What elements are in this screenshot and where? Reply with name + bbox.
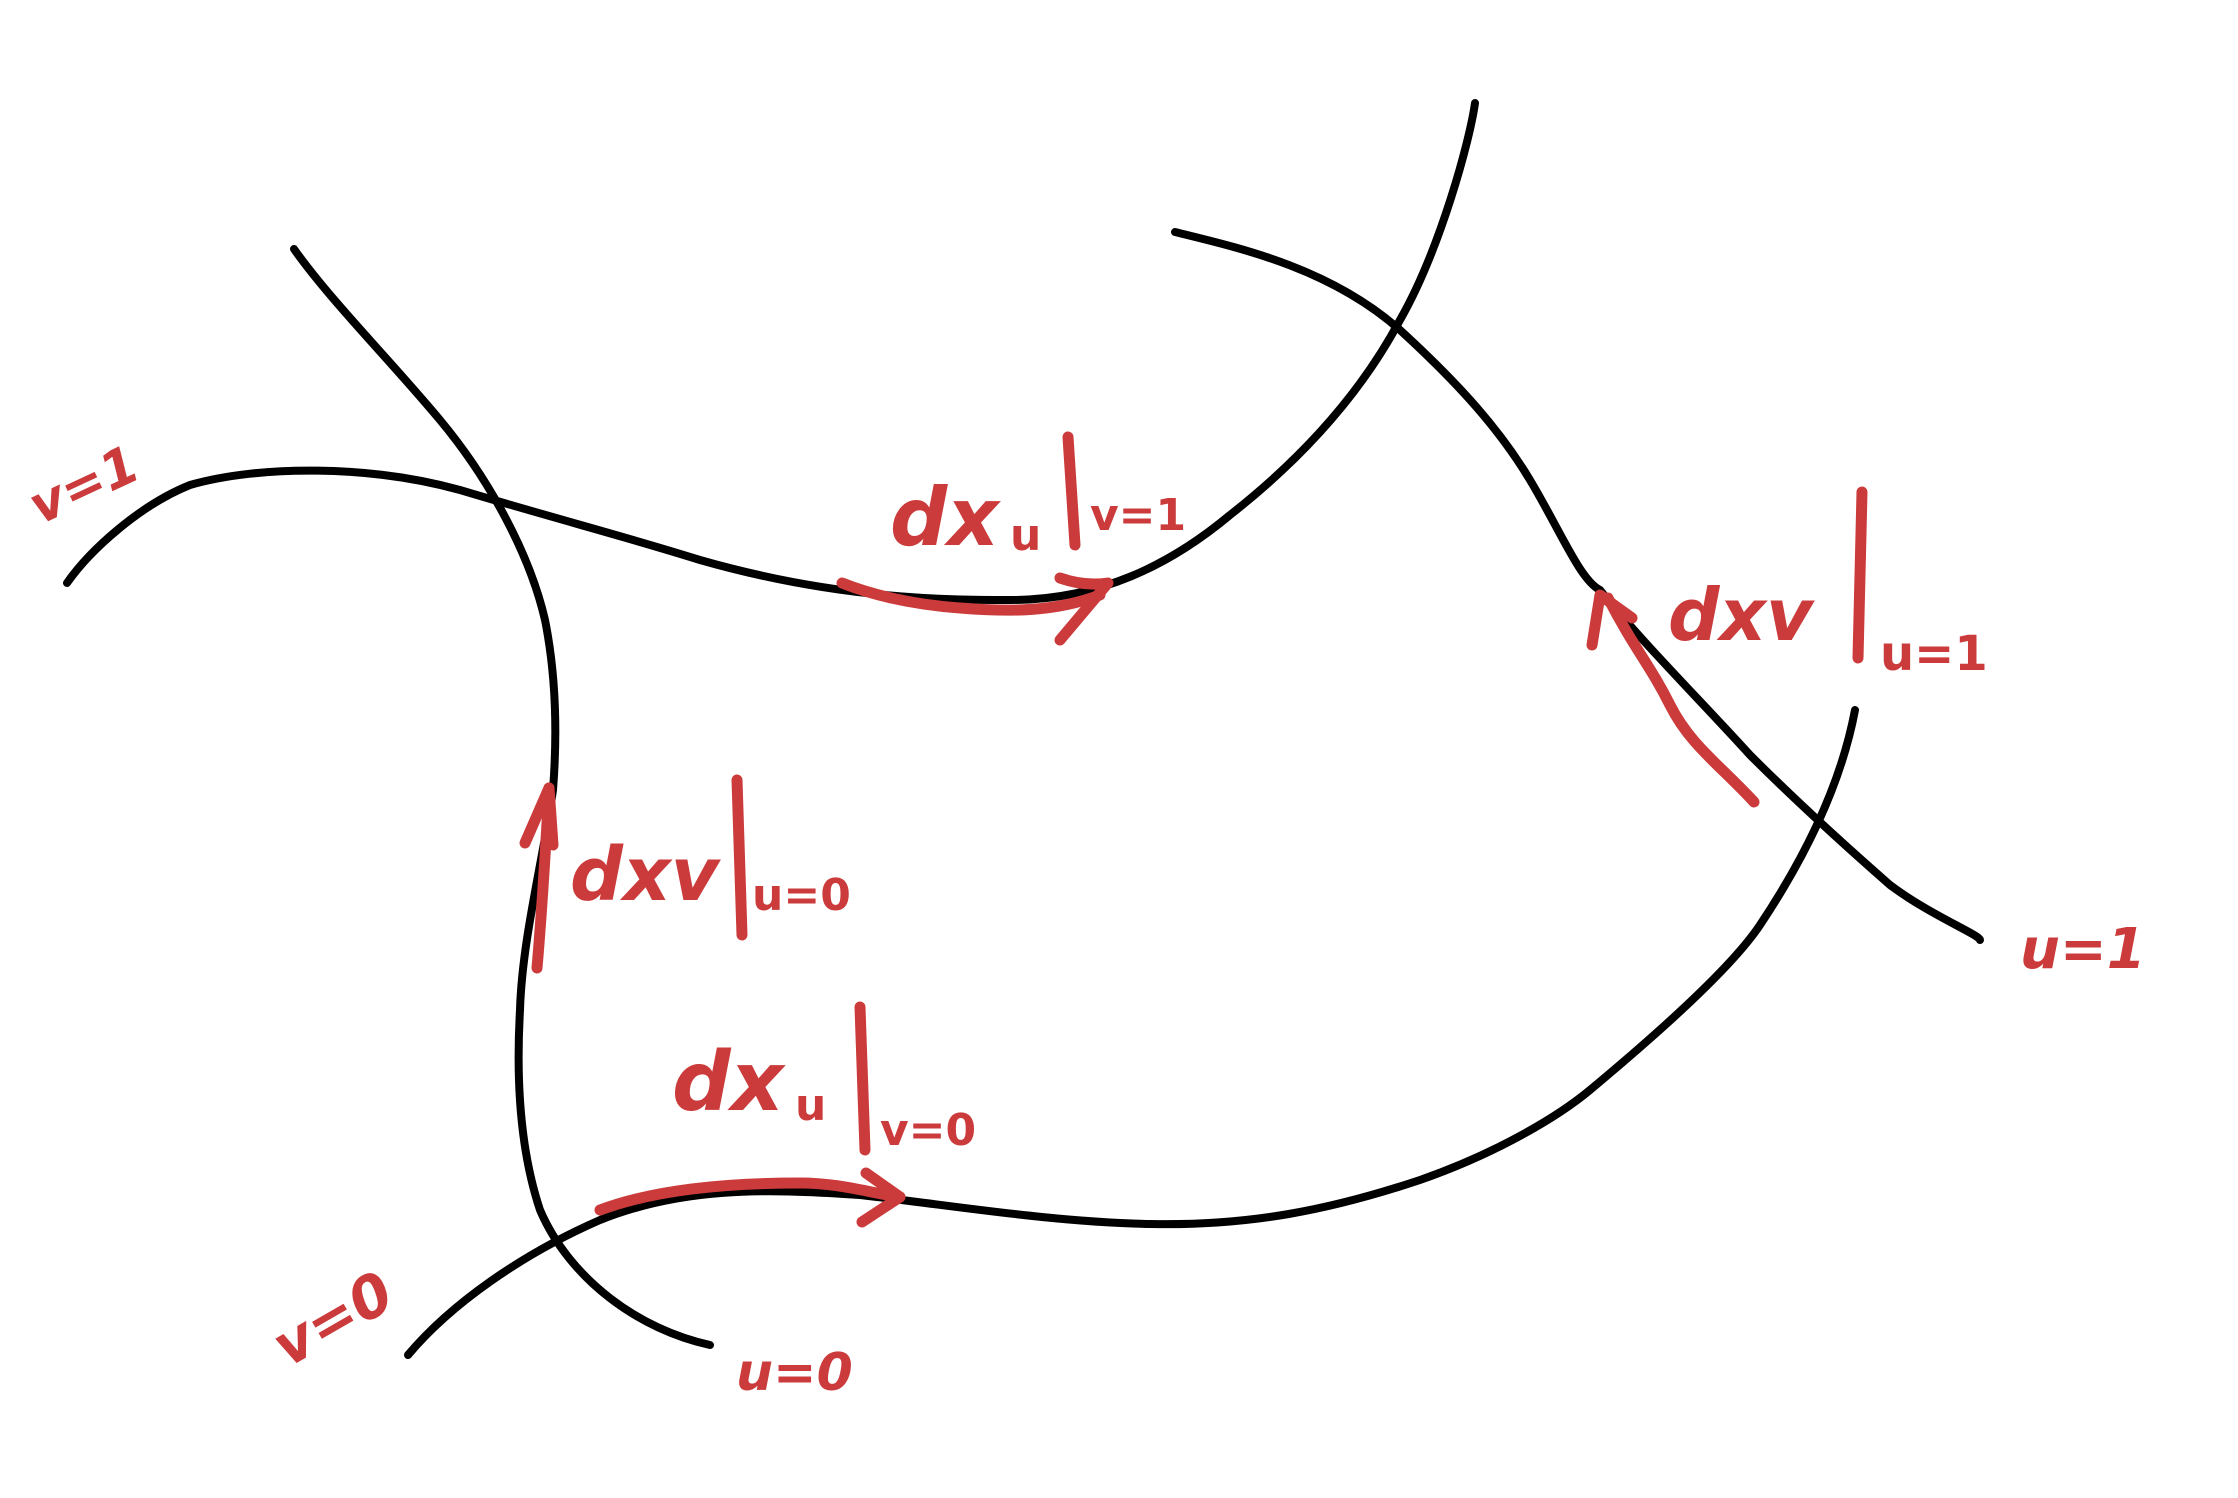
tangent-vectors	[519, 572, 1760, 1228]
label-bottom-main: dx	[672, 1035, 787, 1130]
eval-bar-left	[731, 774, 748, 941]
label-bottom-subscript: u	[795, 1080, 826, 1131]
curve-u0	[290, 245, 714, 1349]
eval-bar-top	[1062, 431, 1081, 551]
arrow-head-left	[519, 782, 559, 851]
vector-arrow-top	[836, 577, 1106, 616]
vector-arrow-right	[1602, 592, 1760, 808]
curve-label-u1: u=1	[2020, 917, 2146, 982]
coordinate-curves	[63, 99, 1984, 1359]
eval-bar-bottom	[854, 1001, 871, 1156]
label-top-main: dx	[890, 471, 1001, 564]
label-top-eval: v=1	[1090, 490, 1186, 541]
arrow-head-right	[1586, 589, 1638, 651]
curve-v0	[404, 706, 1859, 1359]
label-right-main: dxv	[1668, 573, 1815, 657]
curve-label-v0: v=0	[261, 1258, 405, 1380]
arrow-head-top	[1054, 572, 1114, 646]
arrow-head-bottom	[856, 1167, 906, 1228]
label-left-main: dxv	[570, 832, 722, 918]
curve-label-u0: u=0	[736, 1343, 853, 1403]
label-top-subscript: u	[1010, 510, 1041, 561]
vector-labels: dx u v=1 dx u v=0 dxv u=0 dxv u=1	[570, 431, 1988, 1156]
eval-bar-right	[1852, 486, 1868, 664]
curve-u1	[1171, 228, 1984, 944]
curve-v1	[63, 99, 1479, 604]
label-right-eval: u=1	[1880, 626, 1988, 682]
label-left-eval: u=0	[752, 870, 851, 921]
vector-arrow-bottom	[594, 1177, 906, 1216]
label-bottom-eval: v=0	[880, 1105, 976, 1156]
